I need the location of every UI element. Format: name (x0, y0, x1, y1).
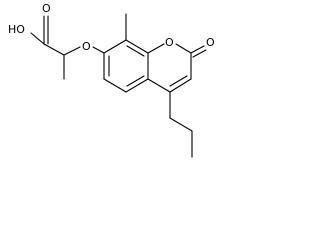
bond-c8a-o1 (147, 43, 165, 54)
bond-c1-c2 (43, 43, 65, 56)
bond-c2-o-double-b (192, 49, 207, 58)
bond-c4-c4a (147, 78, 171, 93)
bond-c8-c8a-inner (126, 45, 145, 57)
bond-c2-ether-o (63, 46, 81, 56)
bond-c4a-c5-inner (126, 75, 145, 87)
benzene-ring (103, 39, 149, 93)
ring-oxygen-label: O (165, 36, 174, 49)
chemical-structure: HO O O O O (8, 2, 215, 158)
ether-oxygen-label: O (82, 40, 91, 53)
bond-c3-c4 (169, 78, 192, 93)
bond-c3-c4-inner (169, 75, 188, 87)
bond-c5-c6 (103, 78, 127, 93)
bond-c4a-c5 (125, 78, 149, 93)
bond-c1-oh (30, 32, 45, 45)
propyl-chain (169, 91, 193, 158)
bond-propyl-1-2 (169, 117, 193, 132)
bond-ether-o-c7 (92, 46, 105, 54)
bond-c7-c8 (103, 39, 127, 54)
pyranone-ring (147, 43, 192, 93)
carbonyl-oxygen-label: O (42, 2, 51, 15)
hydroxyl-label: HO (8, 23, 25, 36)
bond-o1-c2 (175, 43, 192, 54)
bond-c2-o-double-a (190, 45, 205, 54)
bond-c8-c8a (125, 39, 149, 54)
lactone-oxygen-label: O (206, 36, 215, 49)
propanoic-acid-group (30, 15, 81, 80)
